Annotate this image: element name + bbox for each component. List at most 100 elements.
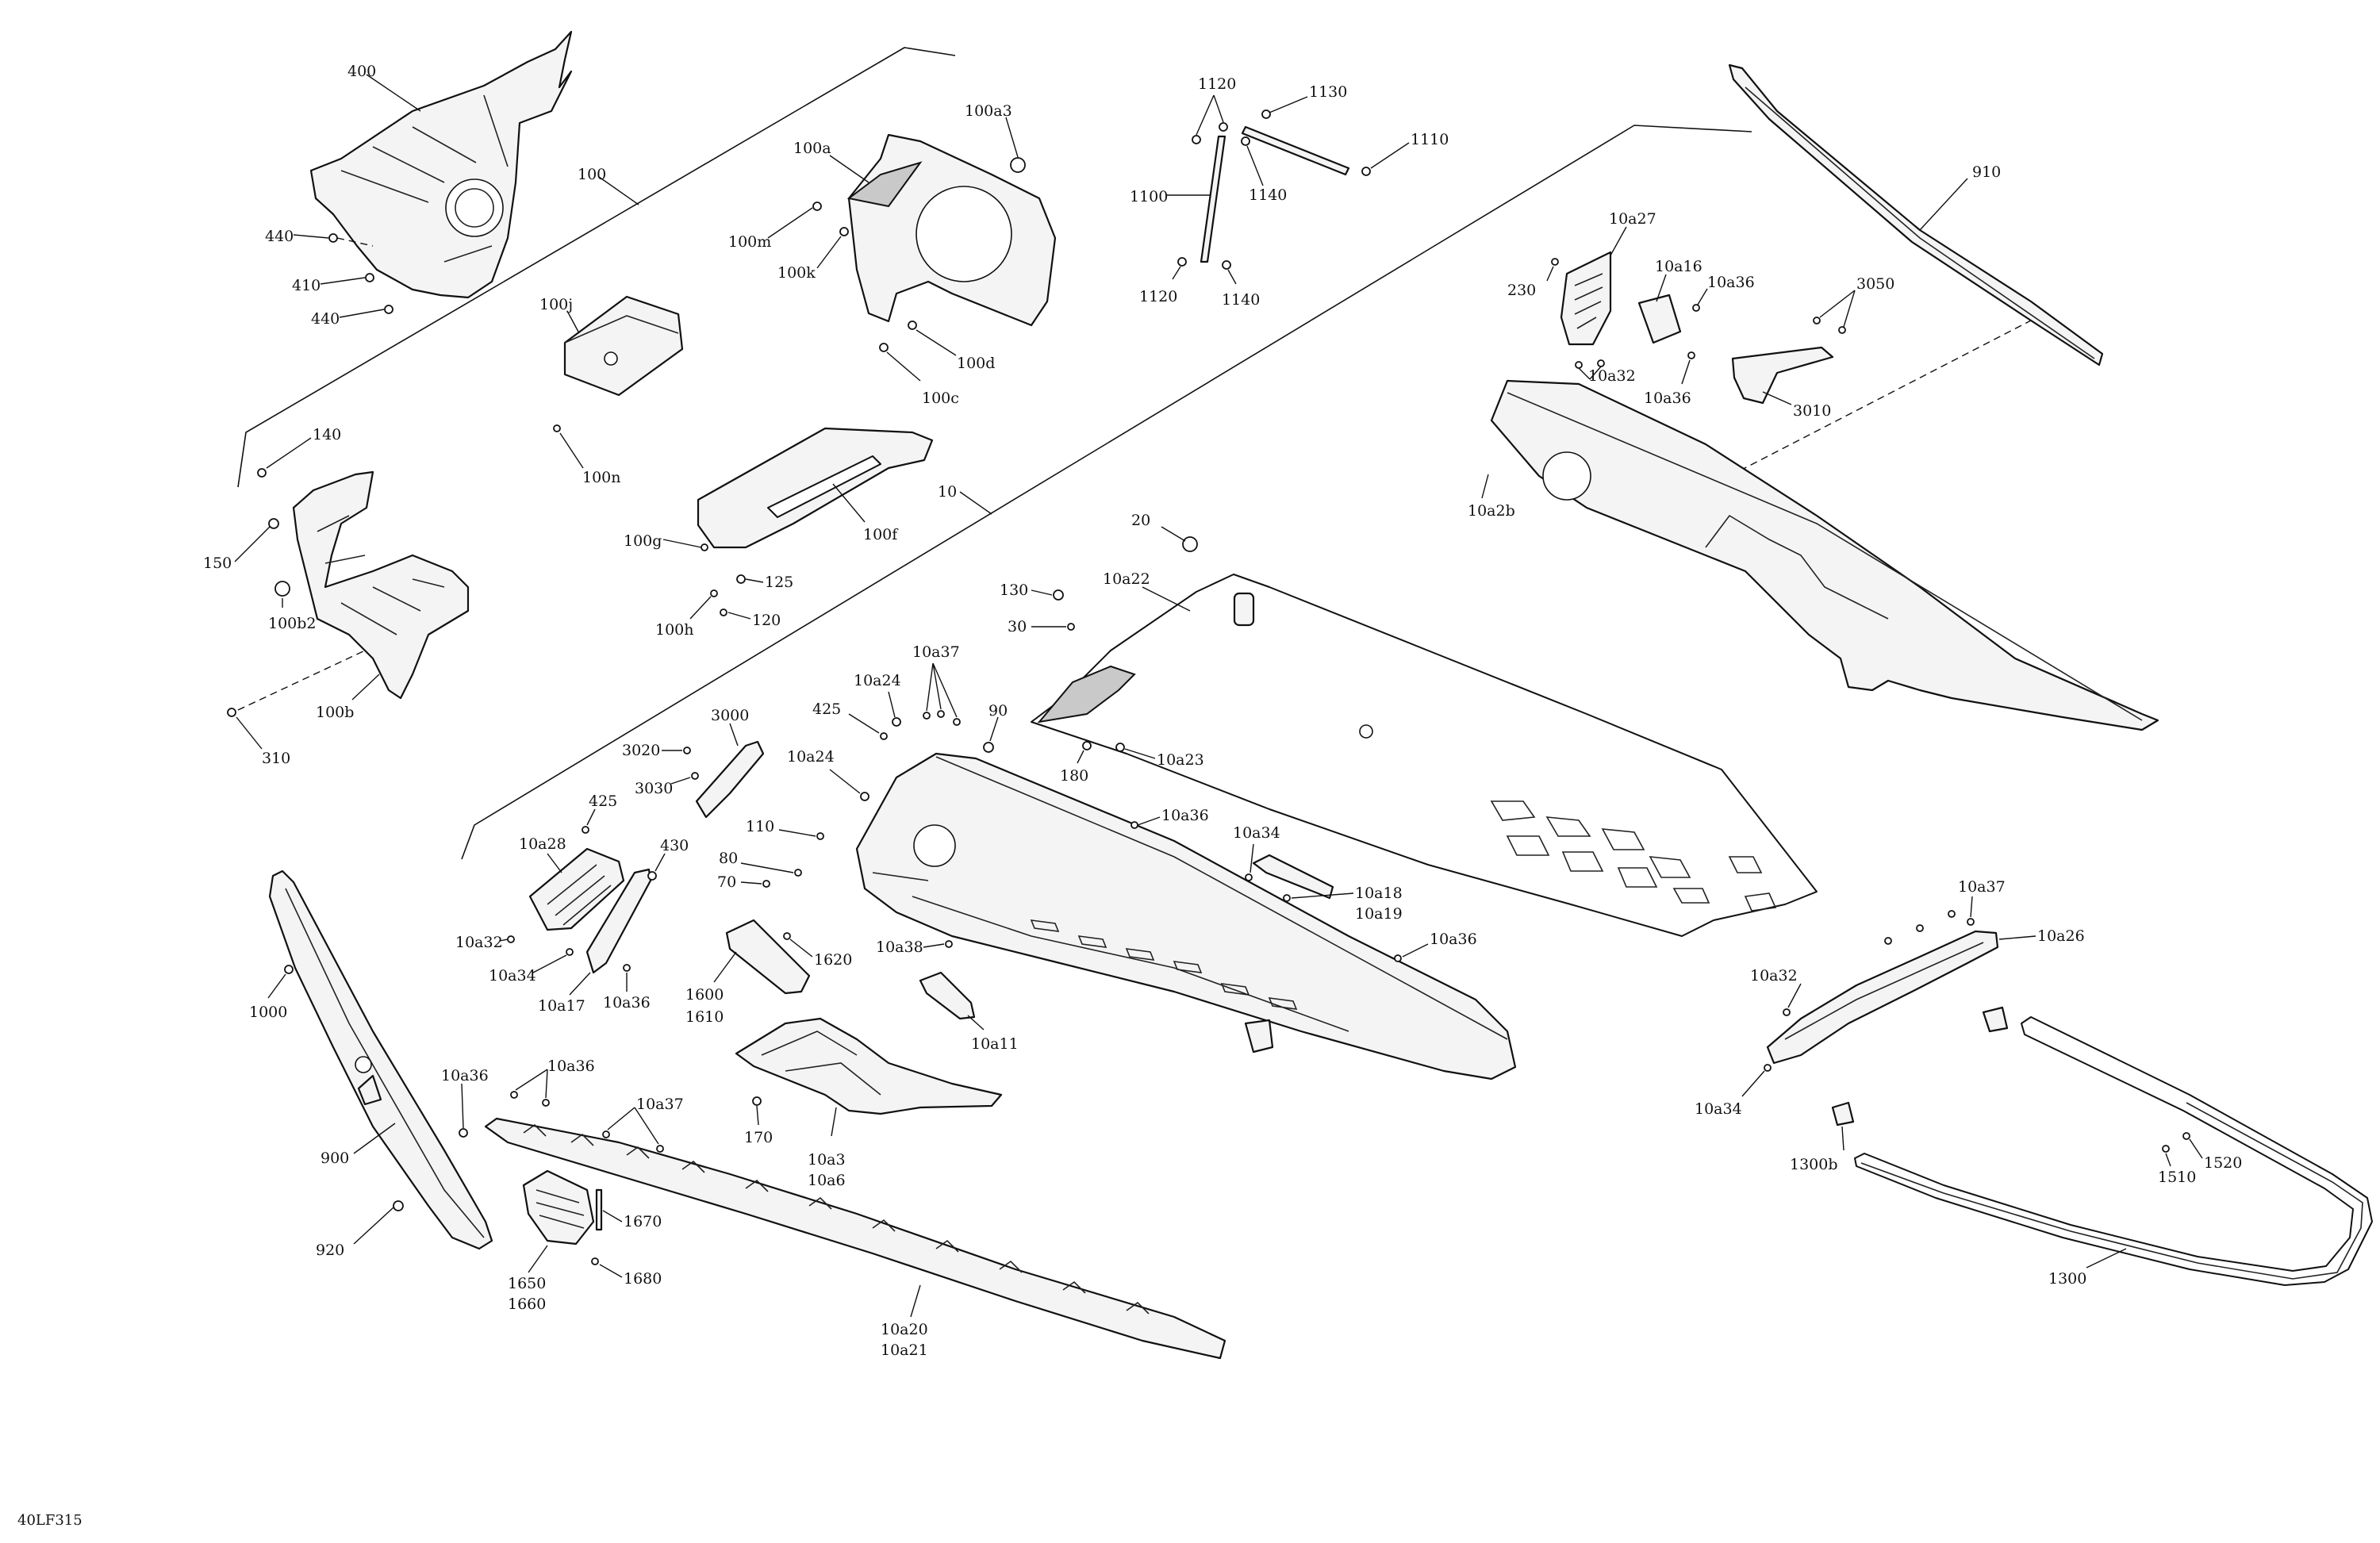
label-100b: 100b [316, 704, 354, 721]
screw-3050b [1838, 326, 1846, 334]
rail-10a20-body [484, 1117, 1226, 1360]
tunnel-heat-shield [1037, 665, 1136, 724]
leader-170 [756, 1105, 759, 1126]
label-10a36g: 10a36 [547, 1057, 595, 1075]
label-100k: 100k [777, 264, 816, 282]
label-170: 170 [744, 1129, 773, 1146]
bushing-100b2 [274, 581, 290, 597]
screw-10a18 [1283, 894, 1291, 902]
brace-900-edge [285, 888, 485, 1238]
screw-425a [880, 732, 888, 740]
label-100m: 100m [728, 233, 771, 251]
label-10a21: 10a21 [881, 1341, 928, 1359]
label-10a24b: 10a24 [787, 748, 835, 766]
skid-10a3-ribs [761, 1031, 881, 1096]
label-100a: 100a [793, 140, 831, 157]
step-1650-body [522, 1169, 595, 1246]
screw-1520 [2182, 1132, 2190, 1140]
part-1300-bumper [1831, 1006, 2373, 1286]
screw-100m [812, 202, 822, 211]
label-10a36a: 10a36 [1707, 274, 1755, 291]
label-425b: 425 [589, 793, 617, 810]
leader-1680 [599, 1264, 623, 1278]
leader-3030 [670, 777, 691, 785]
label-1110: 1110 [1411, 131, 1449, 148]
part-10-tunnel-side [762, 710, 1517, 1080]
tunnel-side-body [855, 752, 1517, 1080]
leader-10a2b [1481, 474, 1489, 499]
leader-120 [727, 612, 751, 620]
leader-100b [351, 674, 380, 700]
label-80: 80 [719, 850, 738, 867]
label-110: 110 [746, 818, 774, 835]
leader-1110 [1370, 142, 1410, 169]
screw-10a32a-2 [1597, 359, 1605, 367]
label-3050: 3050 [1856, 275, 1894, 293]
nut-10a32c [1783, 1008, 1791, 1016]
screw-10a37b-1 [602, 1130, 610, 1138]
leader-100a [829, 155, 869, 183]
screw-10a36e [1394, 954, 1402, 962]
axis-310 [237, 650, 366, 711]
screw-10a36a [1692, 304, 1700, 312]
drawing-code: 40LF315 [17, 1512, 83, 1529]
leader-100 [598, 176, 639, 205]
part-910-rail [1728, 63, 2104, 367]
leader-10a23 [1124, 748, 1156, 759]
label-430: 430 [660, 837, 689, 854]
screw-110 [816, 832, 824, 840]
screw-1000 [284, 965, 294, 974]
label-100c: 100c [922, 390, 959, 407]
leader-1600 [713, 951, 737, 983]
rod-1100 [1200, 135, 1226, 263]
label-3030: 3030 [635, 780, 673, 797]
screw-170 [752, 1096, 762, 1106]
leader-10a36f [461, 1083, 464, 1129]
label-125: 125 [765, 574, 793, 591]
part-400-bore-inner [455, 188, 494, 228]
screw-100n [553, 424, 561, 432]
label-100h: 100h [655, 621, 694, 639]
label-10: 10 [938, 483, 957, 501]
screw-310 [227, 708, 236, 717]
part-400-upper-frame [309, 30, 573, 299]
leader-140 [266, 437, 312, 469]
label-400: 400 [347, 63, 376, 80]
leader-10a36g [515, 1069, 548, 1099]
part-100j-body [563, 295, 684, 397]
screw-70 [762, 880, 770, 888]
leader-3000 [729, 723, 739, 747]
label-10a18: 10a18 [1355, 885, 1403, 902]
screw-80 [794, 869, 802, 877]
leader-10 [959, 491, 992, 515]
screw-430 [647, 871, 657, 881]
screw-10a37b-2 [656, 1145, 664, 1153]
label-3000: 3000 [711, 707, 749, 724]
screw-10a36g-2 [542, 1099, 550, 1107]
bumper-1300-inner [1860, 1102, 2363, 1280]
leader-10a37b [607, 1107, 659, 1145]
leader-20 [1161, 526, 1186, 542]
label-100: 100 [578, 166, 606, 183]
label-10a19: 10a19 [1355, 905, 1403, 923]
label-10a6: 10a6 [808, 1172, 846, 1189]
leader-100c [886, 351, 921, 382]
label-10a38: 10a38 [876, 938, 923, 956]
part-10a2b-side-rail [1490, 379, 2159, 731]
bracket-10a16-body [1637, 294, 1682, 344]
leader-425b [586, 808, 596, 826]
label-10a34b: 10a34 [1233, 824, 1280, 842]
label-230: 230 [1507, 282, 1536, 299]
screw-425b [582, 826, 589, 834]
label-1100: 1100 [1130, 188, 1168, 205]
part-100f-tray [697, 427, 934, 616]
nut-10a37c-4 [1967, 918, 1975, 926]
label-1140b: 1140 [1222, 291, 1260, 309]
label-10a11: 10a11 [971, 1035, 1019, 1053]
nut-150 [268, 518, 279, 529]
leader-100d [916, 329, 957, 356]
label-1610: 1610 [685, 1008, 724, 1026]
bumper-1300-clip-b [1831, 1101, 1855, 1127]
leader-100n [559, 432, 584, 469]
